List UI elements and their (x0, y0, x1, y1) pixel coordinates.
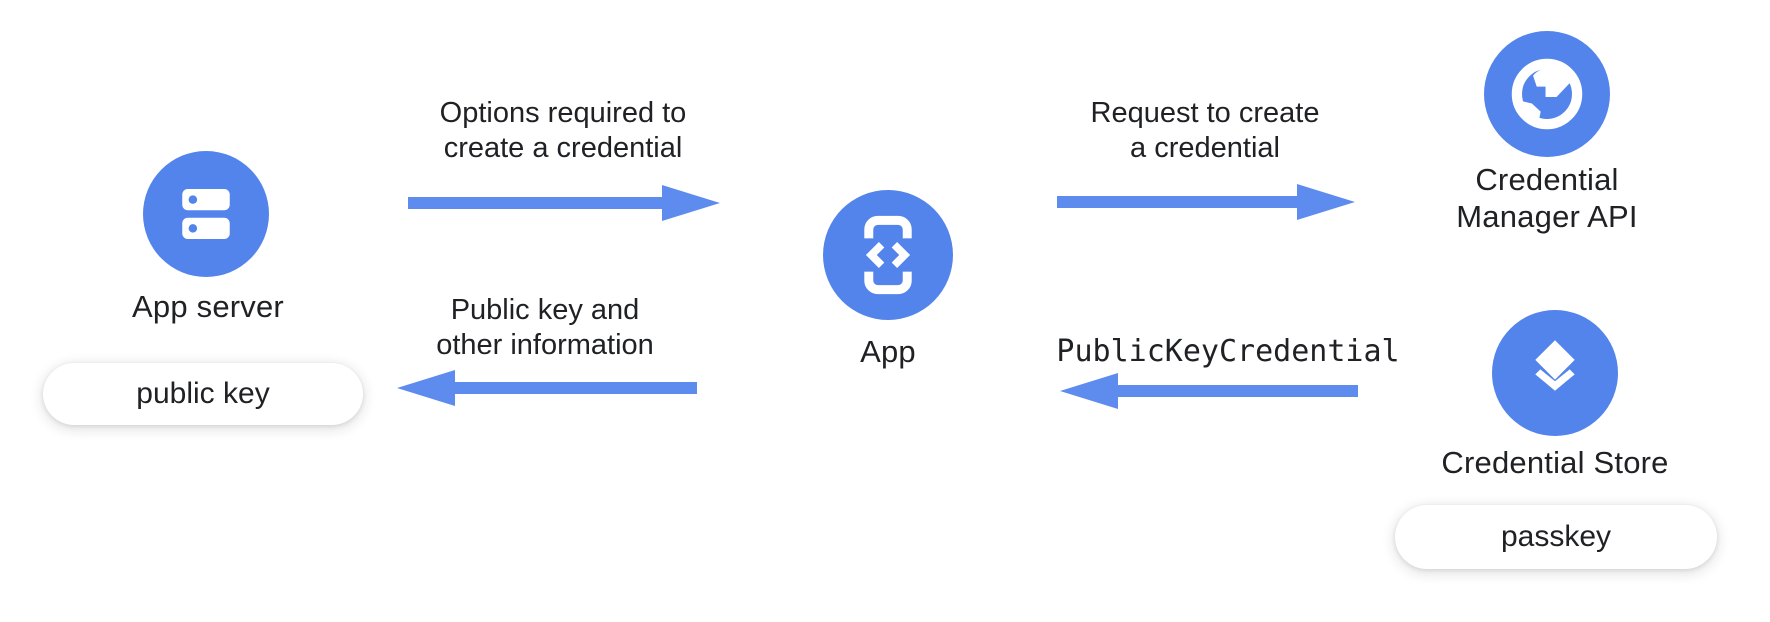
app-server-label: App server (132, 289, 284, 324)
options-caption-line1: Options required to (439, 97, 687, 129)
app-label: App (860, 334, 916, 369)
public-key-badge-text: public key (136, 377, 270, 410)
app-node (823, 190, 953, 320)
publickeycredential-caption: PublicKeyCredential (1056, 334, 1400, 369)
public-key-info-caption-line2: other information (436, 329, 654, 361)
request-caption-line1: Request to create (1090, 97, 1320, 129)
options-caption: Options required to create a credential (403, 96, 723, 166)
public-key-info-caption: Public key and other information (385, 293, 705, 363)
arrow-left-publickeycredential (1060, 373, 1358, 409)
credential-manager-api-label-line1: Credential (1475, 162, 1619, 197)
credential-manager-api-label-line2: Manager API (1456, 199, 1638, 234)
mobile-code-icon (861, 215, 915, 295)
server-icon (182, 189, 230, 239)
arrow-right-options (408, 185, 720, 221)
options-caption-line2: create a credential (443, 132, 683, 164)
credential-manager-api-node (1484, 31, 1610, 157)
passkey-badge: passkey (1395, 505, 1717, 569)
request-caption: Request to create a credential (1045, 96, 1365, 166)
credential-store-node (1492, 310, 1618, 436)
credential-manager-api-label: Credential Manager API (1387, 161, 1707, 235)
arrow-right-request (1057, 184, 1355, 220)
arrow-left-public-key-info (397, 370, 697, 406)
layers-icon (1535, 340, 1575, 391)
request-caption-line2: a credential (1130, 132, 1280, 164)
passkey-badge-text: passkey (1500, 520, 1612, 553)
app-server-node (143, 151, 269, 277)
globe-icon (1511, 58, 1583, 130)
public-key-info-caption-line1: Public key and (450, 294, 640, 326)
credential-store-label: Credential Store (1441, 445, 1669, 480)
public-key-badge: public key (43, 363, 363, 425)
